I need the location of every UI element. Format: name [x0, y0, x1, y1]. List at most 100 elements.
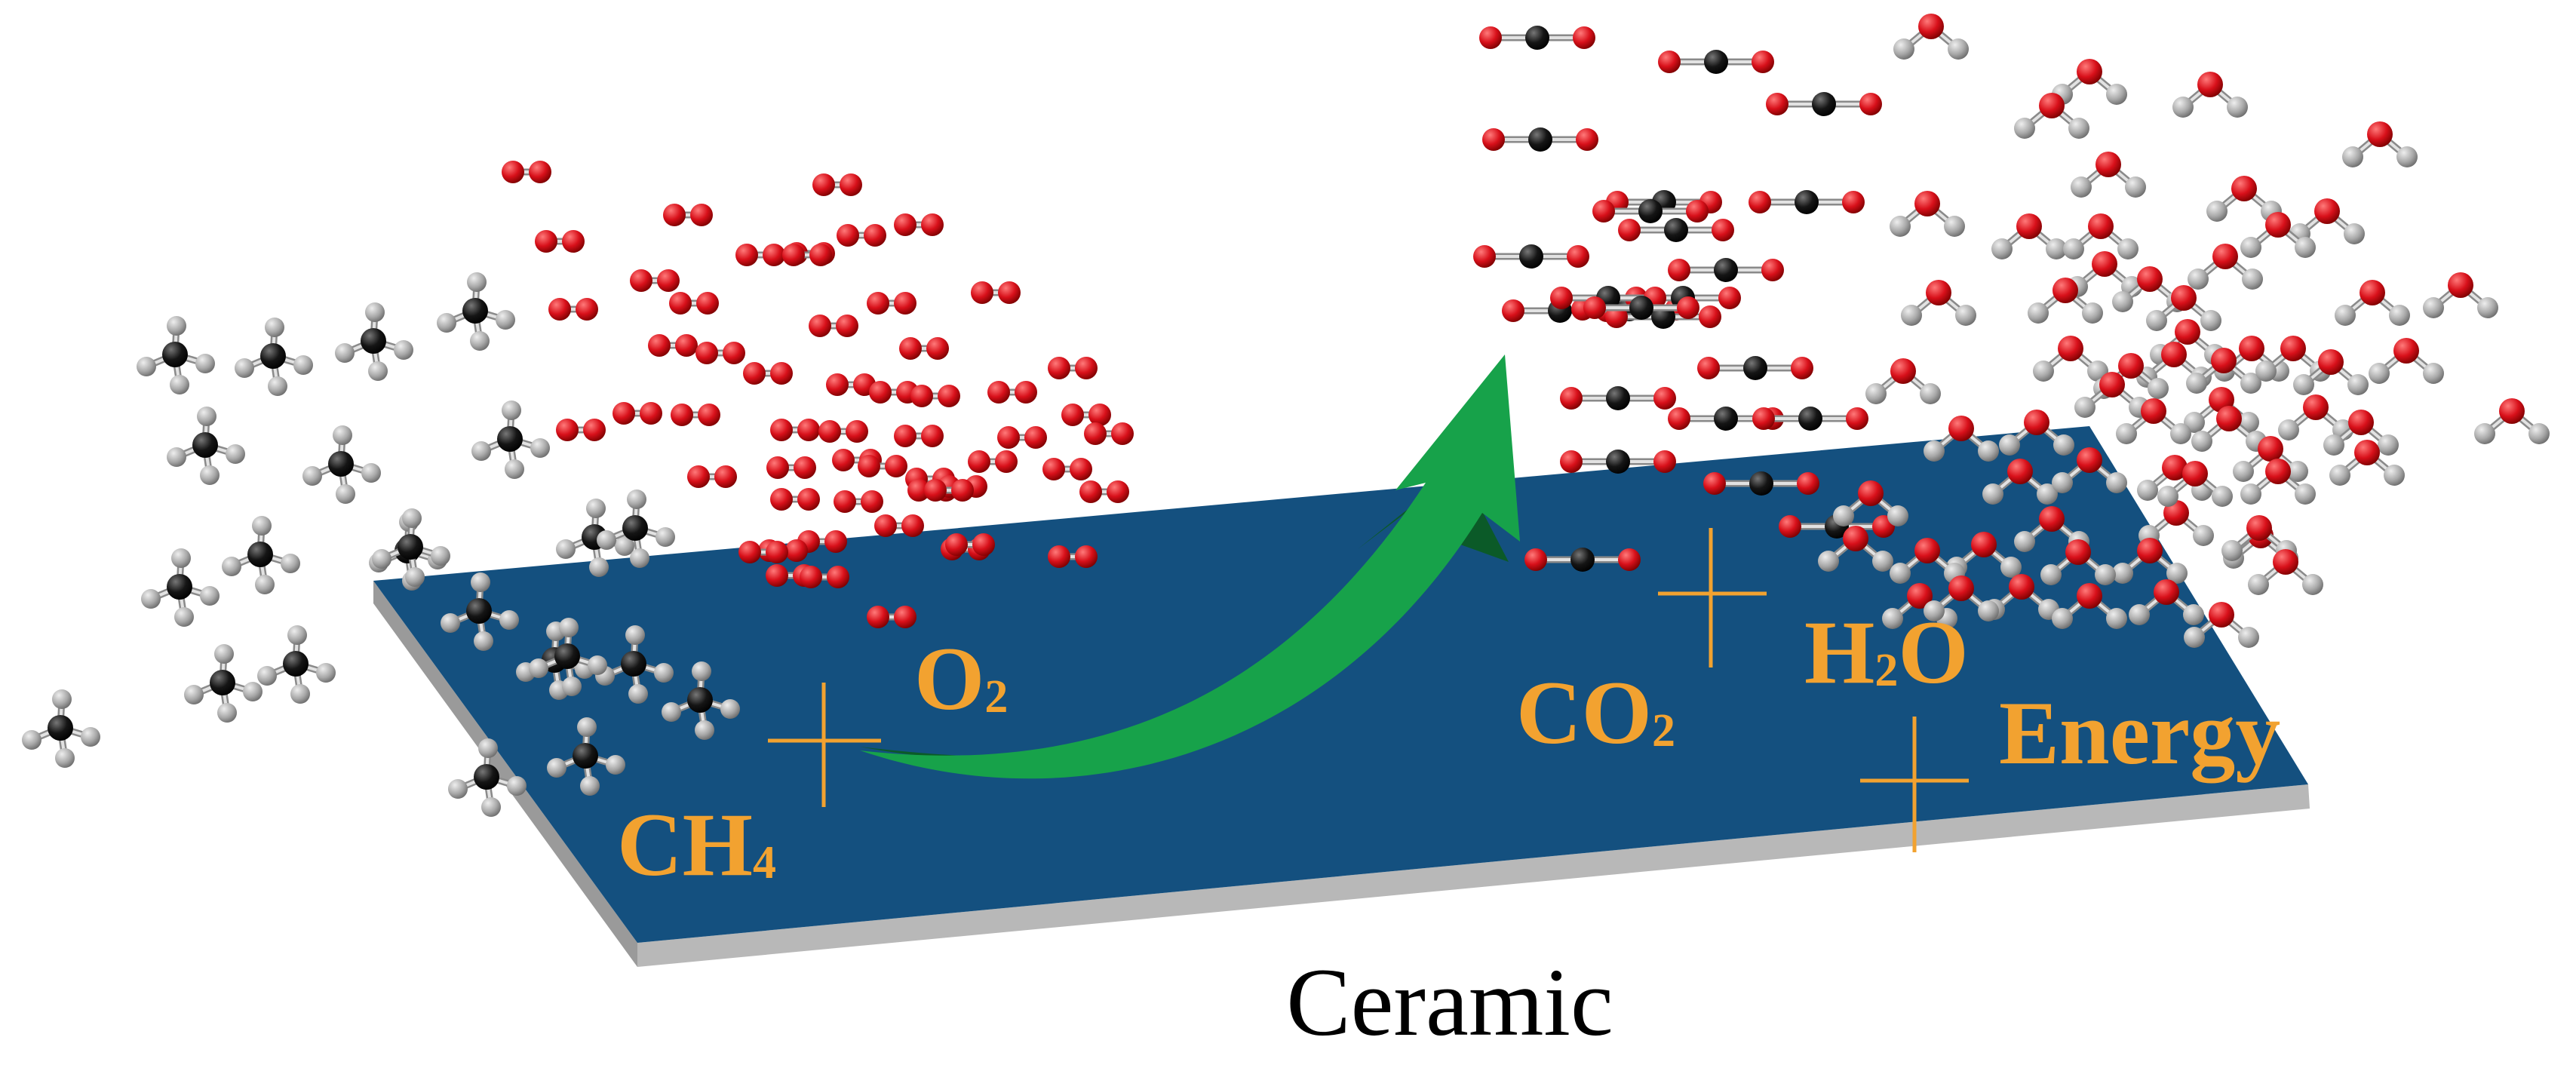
oxygen-atom	[1658, 51, 1681, 73]
water-molecule-icon	[2423, 272, 2498, 318]
carbon-atom	[1519, 244, 1543, 269]
oxygen-atom	[1653, 387, 1676, 410]
oxygen-atom	[738, 541, 761, 563]
oxygen-atom	[648, 334, 671, 357]
oxygen-atom	[529, 161, 551, 183]
hydrogen-atom	[281, 554, 300, 573]
carbon-dioxide-molecule-icon	[1473, 244, 1589, 269]
hydrogen-atom	[505, 459, 524, 479]
carbon-atom	[361, 328, 386, 354]
oxygen-atom	[1573, 26, 1595, 49]
oxygen-atom	[782, 244, 805, 266]
hydrogen-atom	[1872, 551, 1893, 572]
oxygen-molecule-icon	[548, 298, 598, 321]
oxygen-atom	[2182, 461, 2208, 486]
oxygen-atom	[1592, 200, 1615, 222]
hydrogen-atom	[1999, 434, 2020, 456]
hydrogen-atom	[2170, 423, 2191, 444]
hydrogen-atom	[2052, 608, 2073, 629]
oxygen-atom	[1858, 480, 1884, 506]
hydrogen-atom	[2227, 97, 2248, 118]
carbon-atom	[1664, 218, 1688, 242]
oxygen-atom	[2065, 539, 2091, 565]
hydrogen-atom	[2423, 363, 2444, 384]
oxygen-molecule-icon	[669, 292, 719, 315]
water-molecule-icon	[2033, 336, 2108, 382]
hydrogen-atom	[2116, 423, 2137, 444]
hydrogen-atom	[171, 548, 191, 568]
hydrogen-atom	[627, 490, 646, 509]
carbon-atom	[260, 343, 286, 369]
oxygen-atom	[695, 342, 718, 364]
oxygen-atom	[938, 385, 960, 407]
oxygen-atom	[1653, 450, 1676, 473]
oxygen-atom	[1473, 245, 1496, 268]
oxygen-atom	[2360, 280, 2385, 305]
oxygen-atom	[1088, 404, 1111, 426]
carbon-atom	[462, 298, 488, 324]
oxygen-atom	[1752, 407, 1775, 430]
oxygen-atom	[1560, 450, 1583, 473]
oxygen-atom	[2211, 348, 2237, 373]
hydrogen-atom	[2074, 397, 2095, 418]
oxygen-atom	[899, 337, 922, 360]
hydrogen-atom	[1865, 383, 1887, 404]
carbon-atom	[210, 670, 235, 695]
oxygen-molecule-icon	[556, 419, 606, 441]
water-molecule-icon	[2071, 152, 2146, 198]
water-molecule-icon	[2342, 121, 2418, 167]
hydrogen-atom	[2188, 269, 2209, 290]
hydrogen-atom	[22, 730, 41, 750]
hydrogen-atom	[2287, 461, 2308, 482]
methane-molecule-icon	[235, 318, 313, 396]
water-molecule-icon	[2188, 244, 2263, 290]
hydrogen-atom	[562, 677, 582, 696]
carbon-atom	[1638, 199, 1663, 223]
hydrogen-atom	[293, 355, 313, 375]
oxygen-molecule-icon	[671, 404, 720, 426]
oxygen-atom	[2231, 176, 2257, 201]
carbon-atom	[1743, 356, 1767, 380]
hydrogen-atom	[2028, 302, 2049, 324]
carbon-dioxide-molecule-icon	[1560, 386, 1676, 410]
oxygen-atom	[1502, 299, 1524, 322]
oxygen-atom	[2161, 342, 2187, 367]
methane-molecule-icon	[184, 644, 263, 723]
hydrogen-atom	[2137, 480, 2158, 501]
water-molecule-icon	[2240, 459, 2316, 505]
oxygen-atom	[675, 334, 698, 357]
plus-sign-icon	[1658, 528, 1767, 668]
oxygen-atom	[663, 204, 686, 226]
o2-label-sub: 2	[984, 671, 1008, 723]
hydrogen-atom	[368, 361, 388, 381]
hydrogen-atom	[1882, 608, 1903, 629]
oxygen-atom	[951, 479, 974, 502]
oxygen-molecule-icon	[766, 456, 816, 479]
hydrogen-atom	[2172, 97, 2194, 118]
oxygen-molecule-icon	[1042, 458, 1092, 480]
o2-label-main: O	[914, 628, 984, 729]
hydrogen-atom	[195, 354, 215, 373]
ch4-label: CH4	[617, 794, 776, 895]
hydrogen-atom	[441, 613, 460, 633]
oxygen-atom	[1079, 480, 1102, 503]
oxygen-atom	[794, 456, 816, 479]
carbon-dioxide-molecule-icon	[1592, 199, 1709, 223]
hydrogen-atom	[1893, 38, 1914, 60]
water-molecule-icon	[2191, 406, 2267, 452]
hydrogen-atom	[2046, 238, 2067, 259]
water-molecule-icon	[2146, 285, 2221, 331]
hydrogen-atom	[2323, 434, 2344, 456]
hydrogen-atom	[692, 661, 711, 681]
oxygen-atom	[846, 420, 868, 443]
oxygen-atom	[1111, 422, 1134, 445]
hydrogen-atom	[252, 516, 272, 536]
oxygen-molecule-icon	[997, 426, 1047, 449]
oxygen-atom	[926, 337, 949, 360]
hydrogen-atom	[268, 376, 287, 396]
oxygen-molecule-icon	[782, 244, 832, 266]
water-molecule-icon	[1893, 14, 1969, 60]
hydrogen-atom	[2248, 574, 2269, 595]
hydrogen-atom	[467, 272, 487, 292]
hydrogen-atom	[478, 738, 498, 758]
